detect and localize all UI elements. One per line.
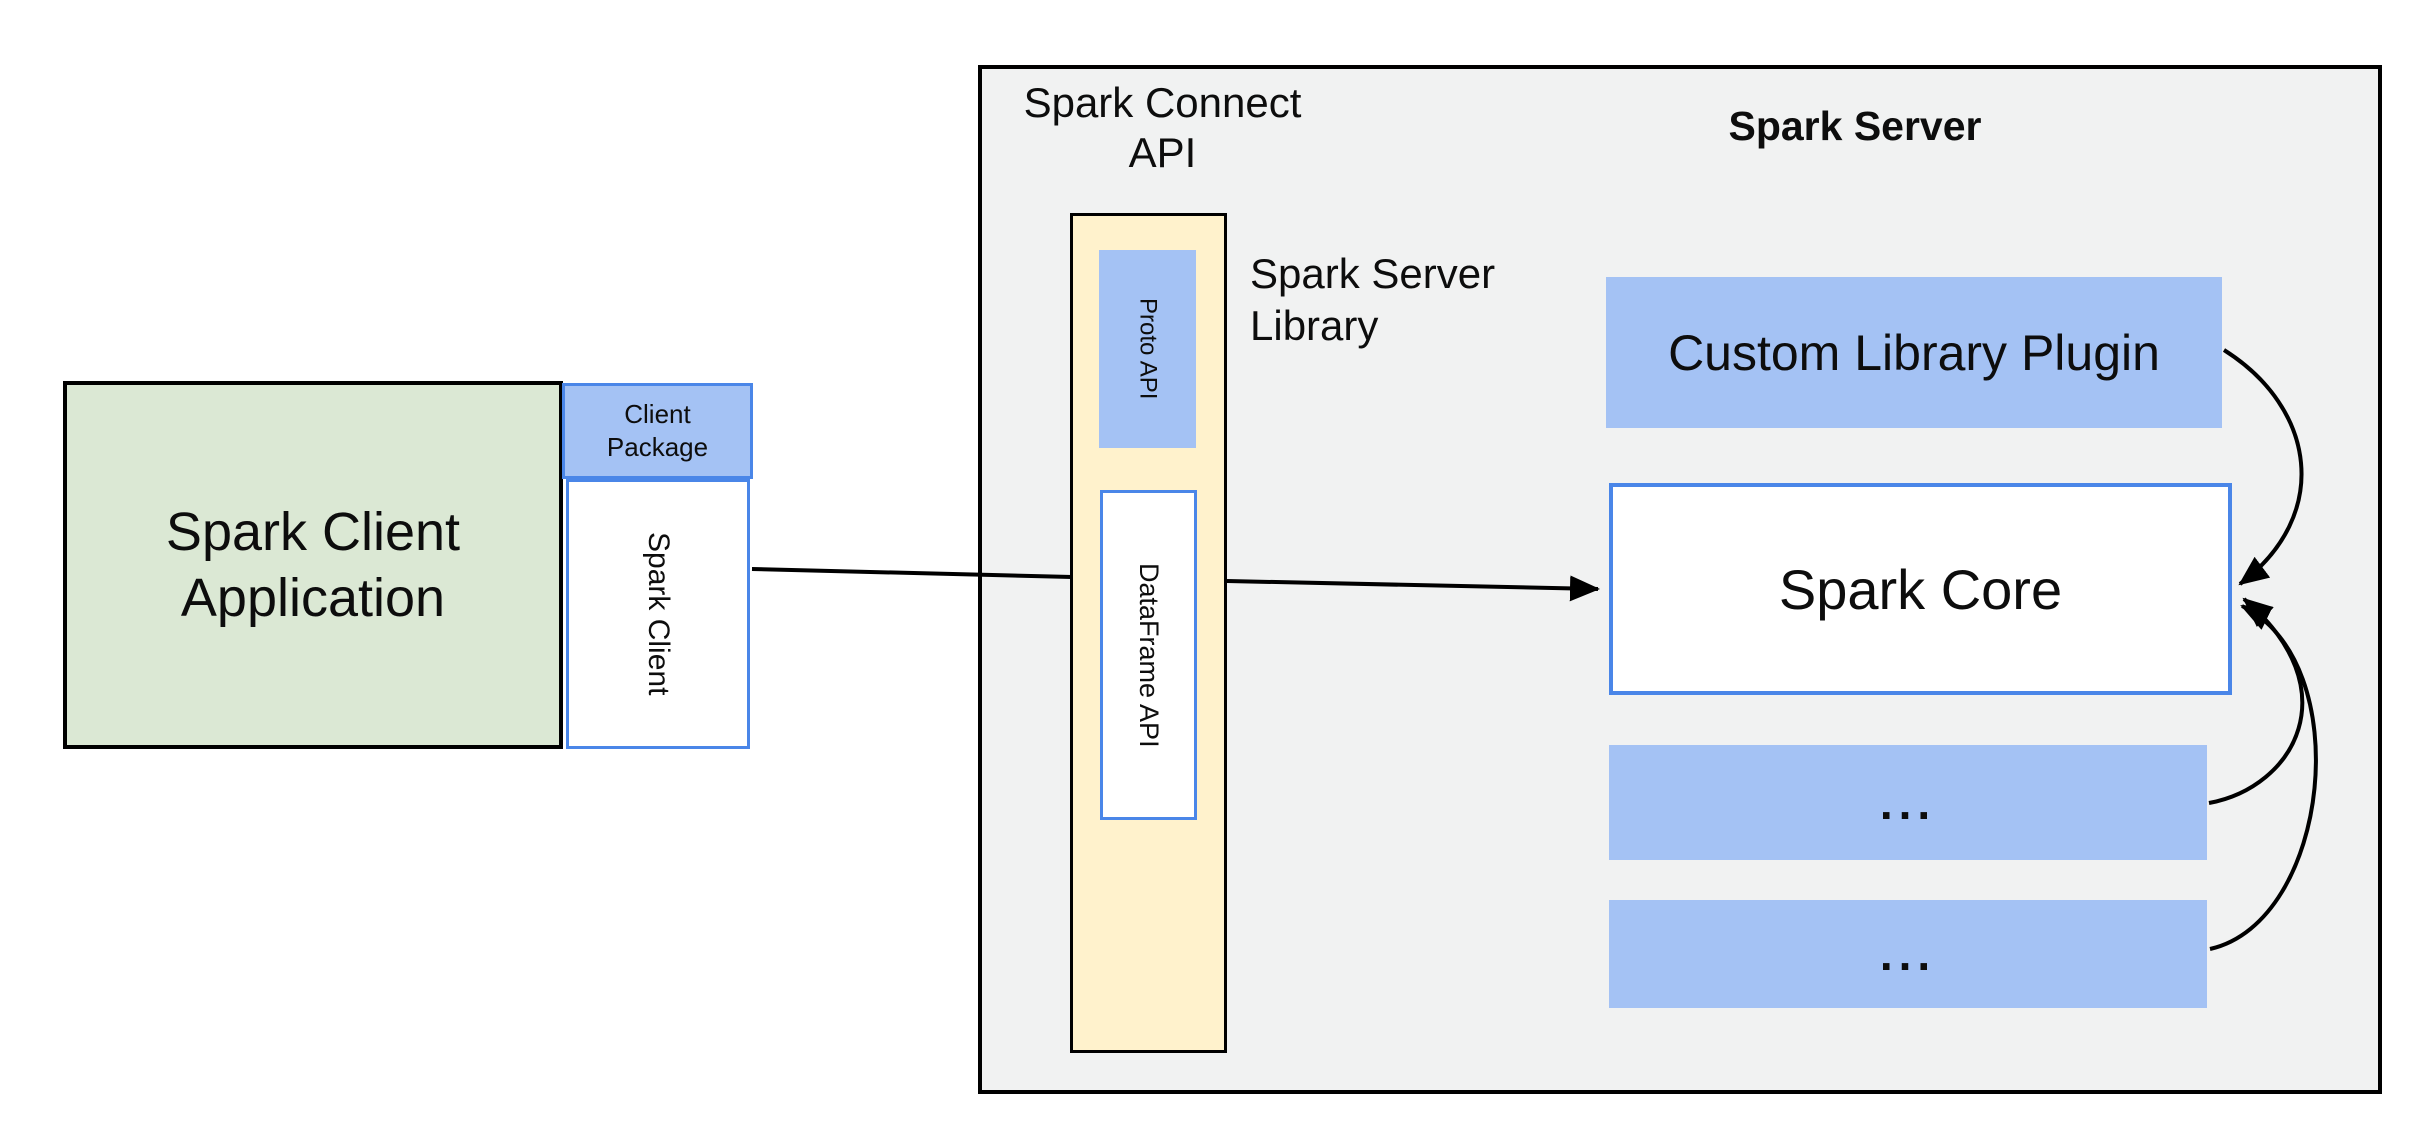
proto-api-label: Proto API (1134, 298, 1162, 400)
additional-plugin-box-1-label: ... (1879, 776, 1937, 829)
client-package-label-line2: Package (606, 432, 709, 462)
spark-core-box: Spark Core (1609, 483, 2232, 695)
spark-server-title: Spark Server (1728, 103, 1982, 149)
spark-server-library-label-line1: Spark Server (1250, 250, 1496, 297)
proto-api-box: Proto API (1099, 250, 1196, 448)
client-package-box: Client Package (562, 383, 753, 479)
spark-client-application-label-line1: Spark Client (165, 502, 461, 562)
client-package-label-line1: Client (624, 399, 691, 429)
spark-server-library-label-line2: Library (1250, 302, 1379, 349)
spark-connect-api-label: Spark Connect API (990, 78, 1335, 178)
spark-connect-api-label-line2: API (1128, 129, 1197, 176)
additional-plugin-box-1: ... (1609, 745, 2207, 860)
spark-server-library-label: Spark Server Library (1250, 248, 1670, 352)
spark-connect-api-label-line1: Spark Connect (1023, 79, 1302, 126)
additional-plugin-box-2: ... (1609, 900, 2207, 1008)
custom-library-plugin-label: Custom Library Plugin (1668, 324, 2160, 381)
spark-client-label: Spark Client (642, 532, 675, 696)
additional-plugin-box-2-label: ... (1879, 928, 1937, 980)
spark-client-box: Spark Client (566, 479, 750, 749)
spark-client-application-box: Spark Client Application (63, 381, 563, 749)
dataframe-api-box: DataFrame API (1100, 490, 1197, 820)
custom-library-plugin-box: Custom Library Plugin (1606, 277, 2222, 428)
spark-client-application-label-line2: Application (180, 568, 446, 628)
spark-core-label: Spark Core (1778, 557, 2063, 621)
dataframe-api-label: DataFrame API (1134, 562, 1164, 748)
